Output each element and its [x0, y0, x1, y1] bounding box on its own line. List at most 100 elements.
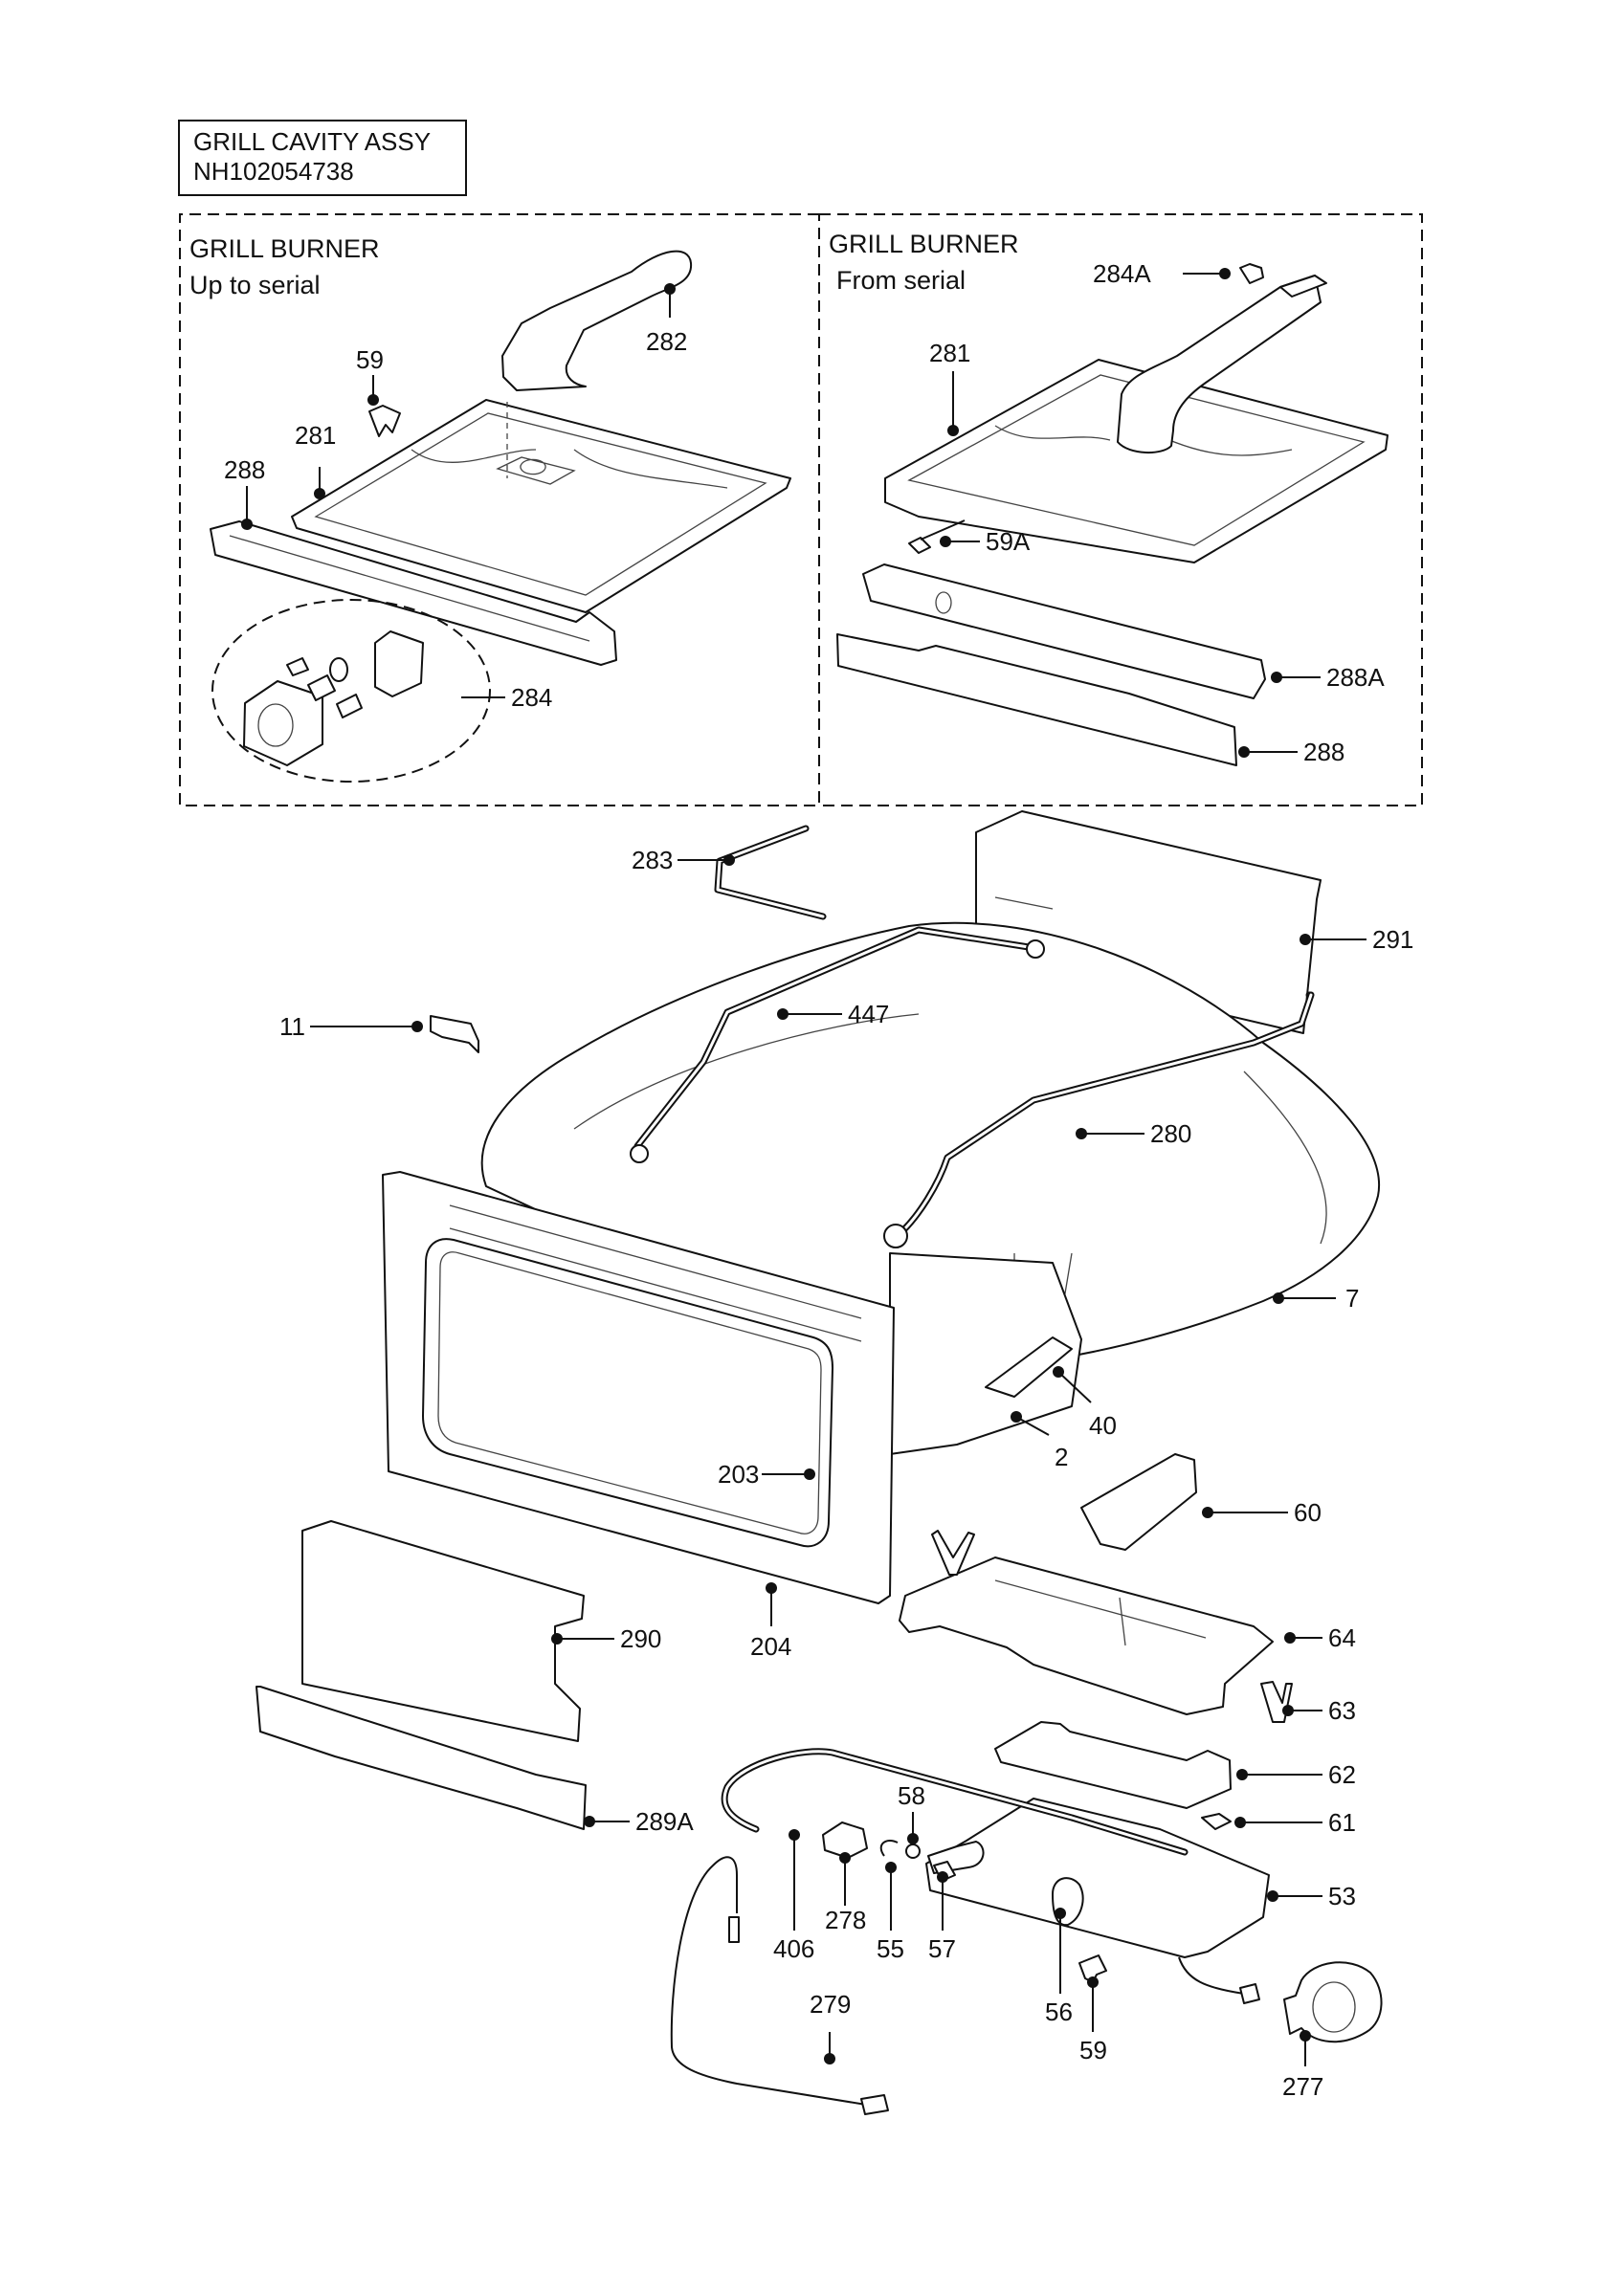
screw-59a-shaft [920, 519, 966, 541]
left-detail-panel [179, 213, 819, 806]
part-60-bracket [1080, 1453, 1197, 1551]
dot-p283 [723, 854, 735, 866]
part-284-bracket [243, 680, 323, 766]
dot-r284a [1219, 268, 1231, 279]
part-282-burner-inlet-tube [501, 250, 693, 391]
label-p406: 406 [773, 1934, 814, 1963]
dot-p57 [937, 1871, 948, 1883]
right-plate-inner-outline [907, 374, 1366, 546]
lead-terminal [860, 2094, 889, 2115]
label-p62: 62 [1328, 1760, 1356, 1789]
leader-p2 [1015, 1416, 1050, 1436]
dot-p58 [907, 1833, 919, 1844]
part-284-kit-outline [211, 599, 491, 783]
leader-p40 [1057, 1371, 1092, 1403]
probe-connector-rear [1026, 939, 1045, 959]
dot-p278 [839, 1852, 851, 1864]
probe-inner [635, 928, 1031, 1148]
spring-clip [931, 1530, 975, 1576]
thermocouple-inner [901, 993, 1313, 1232]
left-panel-heading: GRILL BURNER Up to serial [189, 231, 380, 303]
dot-p53 [1267, 1890, 1278, 1902]
label-p40: 40 [1089, 1411, 1117, 1440]
part-288-burner-bracket-right [836, 633, 1237, 766]
thermocouple-nut [883, 1224, 908, 1248]
lead-connector [728, 1916, 740, 1943]
valve-face [1312, 1981, 1356, 2033]
part-284-nut [329, 657, 348, 682]
main-cavity-assembly [256, 810, 1383, 2115]
label-r281: 281 [929, 339, 970, 367]
part-59a-screw [908, 537, 931, 554]
gas-tube-inner [722, 1750, 1187, 1854]
dot-p447 [777, 1008, 789, 1020]
part-278-injector [822, 1821, 868, 1859]
part-59-screw-lower [1078, 1954, 1107, 1983]
label-p203: 203 [718, 1460, 759, 1489]
tube-283-inner [716, 827, 825, 918]
part-288-burner-bracket-left [210, 520, 617, 666]
right-grill-burner-assembly [836, 263, 1389, 766]
label-l282: 282 [646, 327, 687, 356]
label-p61: 61 [1328, 1808, 1356, 1837]
dot-p291 [1300, 934, 1311, 945]
label-p56: 56 [1045, 1998, 1073, 2026]
label-p279: 279 [810, 1990, 851, 2019]
dot-p406 [789, 1829, 800, 1841]
part-288a-burner-shield [862, 563, 1266, 699]
dot-p62 [1236, 1769, 1248, 1780]
dot-r288 [1238, 746, 1250, 758]
callout-labels: 282 59 281 288 284 284A 281 59A 288A 288… [224, 259, 1413, 2101]
frame-slot-lines [449, 1204, 862, 1342]
part-203-gasket [422, 1238, 833, 1548]
dot-p203 [804, 1468, 815, 1480]
dot-l288 [241, 519, 253, 530]
label-l59: 59 [356, 345, 384, 374]
label-p53: 53 [1328, 1882, 1356, 1910]
label-p58: 58 [898, 1781, 925, 1810]
dot-p64 [1284, 1632, 1296, 1644]
label-p280: 280 [1150, 1119, 1191, 1148]
dot-p59 [1087, 1976, 1099, 1988]
part-279-ignition-lead [670, 1856, 867, 2106]
right-panel-title: GRILL BURNER [829, 230, 1019, 258]
dot-p60 [1202, 1507, 1213, 1518]
part-281-inlet-duct [1117, 275, 1322, 454]
label-p2: 2 [1055, 1443, 1068, 1471]
dot-p204 [766, 1582, 777, 1594]
part-290-side-panel [301, 1520, 585, 1742]
label-p63: 63 [1328, 1696, 1356, 1725]
right-panel-heading: GRILL BURNER From serial [829, 226, 1019, 298]
burner-plate-center-port [496, 456, 576, 485]
insulation-folds [573, 1013, 1327, 1245]
label-p204: 204 [750, 1632, 791, 1661]
bracket-fold-line [229, 535, 590, 642]
part-284a-screw [1239, 263, 1264, 284]
label-l288: 288 [224, 455, 265, 484]
part-53-burner-housing [925, 1798, 1270, 1958]
label-p64: 64 [1328, 1623, 1356, 1652]
label-p290: 290 [620, 1624, 661, 1653]
part-62-cover-plate [994, 1721, 1232, 1809]
label-p283: 283 [632, 846, 673, 874]
dot-p40 [1053, 1366, 1064, 1378]
right-detail-panel [818, 213, 1423, 806]
dot-r281 [947, 425, 959, 436]
part-284-screw-a [286, 657, 309, 676]
dot-p290 [551, 1633, 563, 1645]
label-p60: 60 [1294, 1498, 1322, 1527]
part-289a-lower-panel [256, 1686, 587, 1830]
dot-p11 [411, 1021, 423, 1032]
part-64-base-tray [899, 1556, 1274, 1715]
left-grill-burner-assembly [210, 250, 791, 783]
gasket-inner-line [437, 1251, 822, 1534]
assembly-code: NH102054738 [193, 157, 354, 186]
label-r288: 288 [1303, 738, 1344, 766]
label-l281: 281 [295, 421, 336, 450]
burner-plate-inner-outline [314, 412, 767, 596]
dot-l281 [314, 488, 325, 499]
dot-p280 [1076, 1128, 1087, 1139]
dot-p61 [1234, 1817, 1246, 1828]
dot-p2 [1011, 1411, 1022, 1423]
